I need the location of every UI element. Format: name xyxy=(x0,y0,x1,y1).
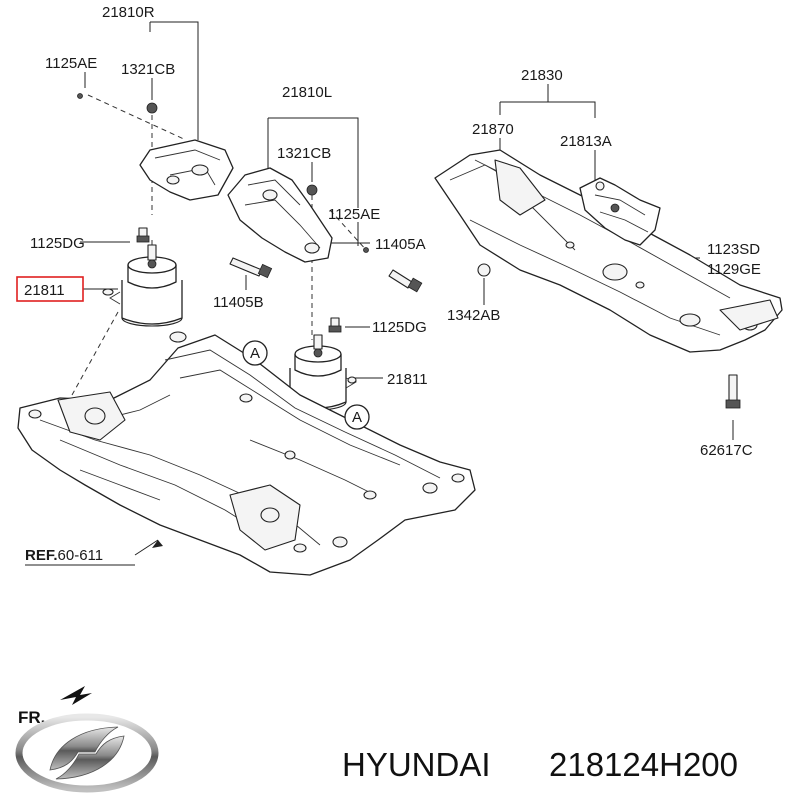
part-labels: 21810R 1125AE 1321CB 21810L 1321CB 1125A… xyxy=(30,4,761,459)
label-21811-right: 21811 xyxy=(387,371,428,388)
reference-marker-a2: A xyxy=(344,404,370,430)
label-62617c: 62617C xyxy=(700,442,753,459)
footer-caption: HYUNDAI 218124H200 xyxy=(342,746,738,783)
svg-text:A: A xyxy=(250,345,260,362)
label-21813a: 21813A xyxy=(560,133,612,150)
bracket-21810r xyxy=(77,93,234,201)
svg-text:FR.: FR. xyxy=(18,708,45,727)
hyundai-logo xyxy=(15,713,159,793)
part-number: 218124H200 xyxy=(549,746,738,783)
reference-label: REF.60-611 xyxy=(25,540,163,566)
label-11405a: 11405A xyxy=(375,236,426,253)
svg-text:REF.60-611: REF.60-611 xyxy=(25,547,103,564)
brand-name: HYUNDAI xyxy=(342,746,491,783)
label-1125ae-right: 1125AE xyxy=(328,206,380,223)
label-1125ae-left: 1125AE xyxy=(45,55,97,72)
reference-marker-a1: A xyxy=(242,340,268,366)
crossmember-21830 xyxy=(434,149,783,353)
front-direction-indicator: FR. xyxy=(18,686,92,727)
engine-mount-left xyxy=(102,244,183,327)
label-1125dg-left: 1125DG xyxy=(30,235,85,252)
bracket-21810l xyxy=(227,167,369,263)
label-21870: 21870 xyxy=(472,121,514,138)
label-21830: 21830 xyxy=(521,67,563,84)
highlighted-part-21811: 21811 xyxy=(16,276,84,302)
label-21810r: 21810R xyxy=(102,4,155,21)
label-1342ab: 1342AB xyxy=(447,307,500,324)
label-1125dg-right: 1125DG xyxy=(372,319,427,336)
label-1123sd: 1123SD xyxy=(707,241,760,258)
label-11405b: 11405B xyxy=(213,294,264,311)
label-1321cb-right: 1321CB xyxy=(277,145,331,162)
label-21810l: 21810L xyxy=(282,84,332,101)
subframe xyxy=(17,331,476,576)
svg-text:A: A xyxy=(352,409,362,426)
svg-text:21811: 21811 xyxy=(24,282,65,299)
label-1321cb-left: 1321CB xyxy=(121,61,175,78)
label-1129ge: 1129GE xyxy=(707,261,761,278)
bracket-21813a xyxy=(579,177,661,246)
leader-lines xyxy=(80,21,734,556)
